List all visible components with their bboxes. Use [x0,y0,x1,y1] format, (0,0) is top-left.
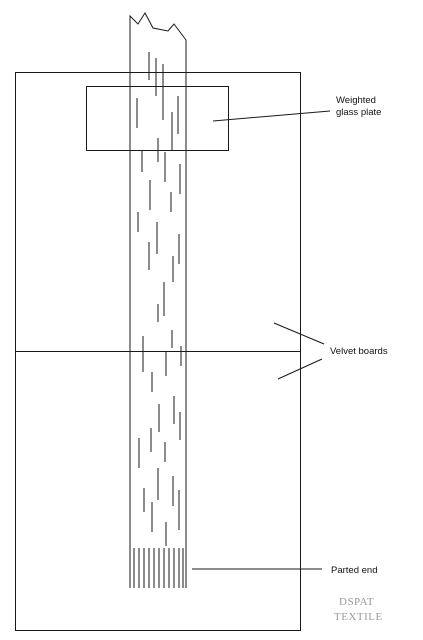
weighted-glass-plate-label: Weighted glass plate [336,95,381,118]
watermark: DSPAT TEXTILE [334,596,383,623]
velvet-boards-label: Velvet boards [330,346,388,357]
watermark-line1: DSPAT [339,596,374,608]
weighted-glass-plate-label-line2: glass plate [336,107,381,118]
parted-end-label: Parted end [331,565,377,576]
velvet-boards-leader-lower [277,358,323,380]
glass-plate-leader [212,110,331,122]
weighted-glass-plate-label-line1: Weighted [336,95,376,106]
fabric-strip [129,12,187,588]
parted-end-fringe [133,548,184,588]
velvet-boards-leader-upper [273,322,325,345]
glass-plate [86,86,229,151]
watermark-line2: TEXTILE [334,611,383,623]
pile-streaks [136,52,182,546]
